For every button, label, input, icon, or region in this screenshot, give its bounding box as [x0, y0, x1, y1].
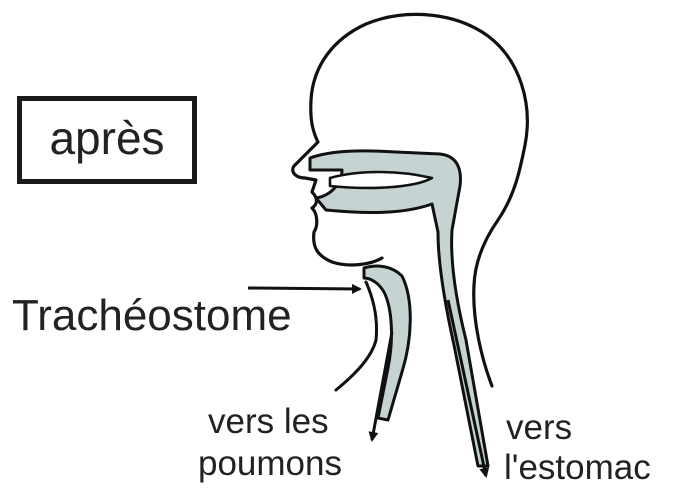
neck-front-line	[336, 282, 377, 390]
stomach-label-line2: l'estomac	[504, 450, 651, 485]
state-label-box: après	[17, 96, 197, 184]
stoma-arrow	[248, 288, 360, 289]
stomach-arrow	[448, 300, 486, 476]
stomach-label-line1: vers	[506, 410, 572, 445]
lungs-label-line2: poumons	[198, 446, 342, 481]
state-label: après	[49, 115, 164, 161]
stoma-label: Trachéostome	[12, 294, 292, 338]
trachea	[364, 266, 410, 420]
lungs-label-line1: vers les	[208, 404, 329, 439]
